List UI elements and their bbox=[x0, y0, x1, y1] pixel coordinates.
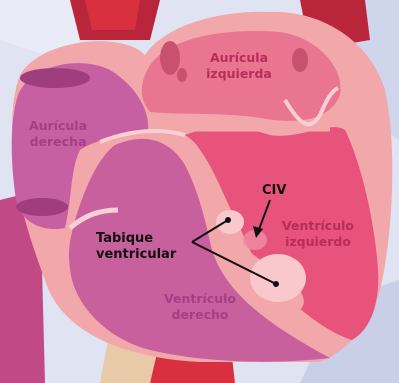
right-atrium-label-line2: derecha bbox=[30, 134, 87, 149]
septum-label-line2: ventricular bbox=[96, 247, 177, 262]
septum-pointer-dot bbox=[273, 281, 279, 287]
left-atrium-label-line1: Aurícula bbox=[210, 50, 268, 65]
pulmonary-vein-opening bbox=[177, 68, 187, 82]
vsd-label: CIV bbox=[262, 183, 286, 198]
vena-cava-opening bbox=[16, 198, 68, 216]
left-ventricle-label-line1: Ventrículo bbox=[282, 218, 354, 233]
septum-label-line1: Tabique bbox=[96, 231, 153, 246]
pulmonary-vein-opening bbox=[292, 48, 308, 72]
left-atrium-label-line2: izquierda bbox=[206, 66, 272, 81]
aorta-vessel bbox=[85, 0, 140, 30]
septum-pointer-dot bbox=[225, 217, 231, 223]
pulmonary-vein-opening bbox=[160, 41, 180, 75]
right-ventricle-label-line2: derecho bbox=[172, 307, 229, 322]
left-ventricle-label-line2: izquierdo bbox=[285, 234, 351, 249]
right-ventricle-label-line1: Ventrículo bbox=[164, 291, 236, 306]
right-atrium-label-line1: Aurícula bbox=[29, 118, 87, 133]
septum-lower-rim bbox=[250, 254, 306, 302]
vena-cava-opening bbox=[20, 68, 90, 88]
